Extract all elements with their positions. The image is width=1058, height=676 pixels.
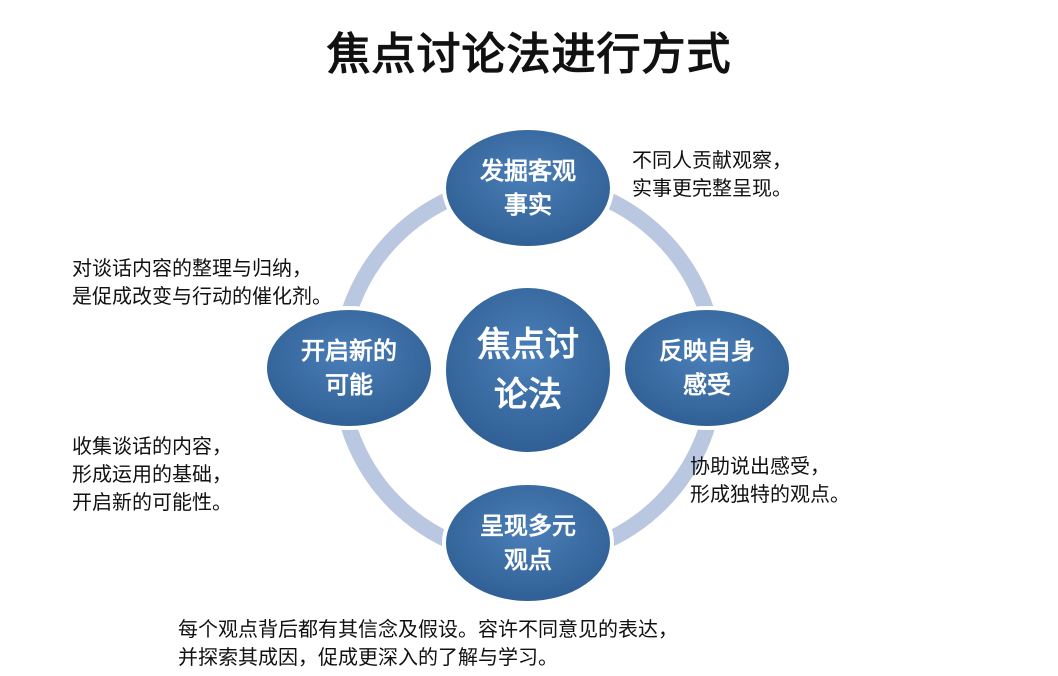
node-bottom-label: 呈现多元 观点 xyxy=(480,512,576,574)
page-title: 焦点讨论法进行方式 xyxy=(326,29,732,80)
node-right-label: 反映自身 感受 xyxy=(659,337,755,399)
node-top-label: 发掘客观 事实 xyxy=(480,157,576,219)
note-bottom: 每个观点背后都有其信念及假设。容许不同意见的表达， 并探索其成因，促成更深入的了… xyxy=(178,617,678,669)
note-top-left: 对谈话内容的整理与归纳， 是促成改变与行动的催化剂。 xyxy=(72,256,332,308)
node-bottom xyxy=(442,481,614,605)
node-left xyxy=(263,306,435,430)
center-node-label: 焦点讨 论法 xyxy=(477,325,579,415)
node-right xyxy=(621,306,793,430)
center-node xyxy=(442,284,614,456)
note-bottom-right: 协助说出感受， 形成独特的观点。 xyxy=(690,454,850,506)
note-top-right: 不同人贡献观察， 实事更完整呈现。 xyxy=(632,148,792,200)
node-top xyxy=(442,126,614,250)
node-left-label: 开启新的 可能 xyxy=(301,337,397,399)
note-bottom-left: 收集谈话的内容， 形成运用的基础， 开启新的可能性。 xyxy=(72,434,232,514)
